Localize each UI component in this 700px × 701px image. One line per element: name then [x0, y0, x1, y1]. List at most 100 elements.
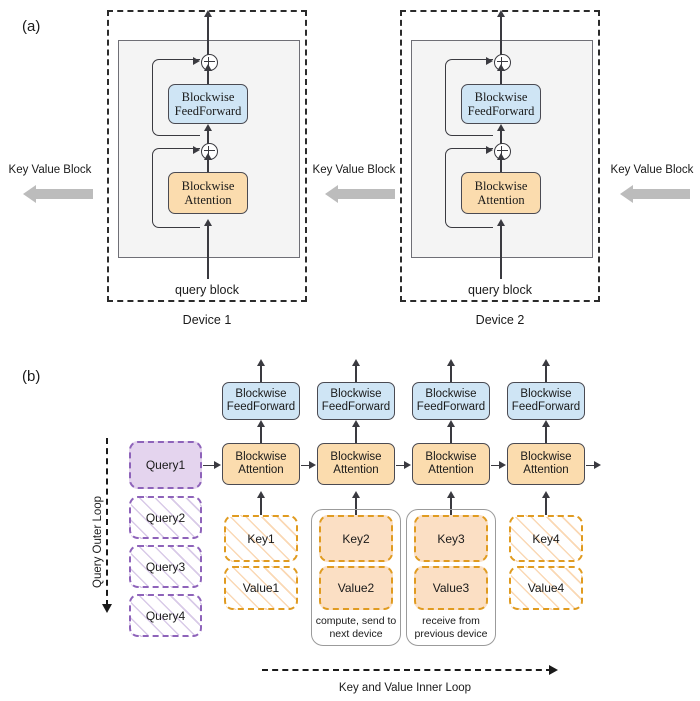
value-block-1[interactable]: Value1	[224, 566, 298, 610]
query-to-attention-line	[203, 464, 217, 466]
key-block-4[interactable]: Key4	[509, 515, 583, 562]
column-3-attn-to-ff-line	[450, 426, 452, 444]
column-4-output-arrowhead	[541, 359, 550, 366]
key-block-4-label: Key4	[532, 531, 560, 546]
column-4-output-right-arrowhead	[594, 460, 601, 469]
key-block-3-label: Key3	[437, 531, 465, 546]
compute-send-note: compute, send to next device	[315, 615, 397, 641]
device-2-add-to-ff-line	[500, 129, 502, 144]
query-block-1[interactable]: Query1	[129, 441, 202, 489]
panel-b-label: (b)	[22, 368, 41, 385]
device-1-query-input-arrowhead	[203, 219, 212, 226]
value-block-4-label: Value4	[527, 581, 565, 595]
device-2-ff-to-add-arrowhead	[496, 64, 505, 71]
device-2-query-input-arrowhead	[496, 219, 505, 226]
device-1-blockwise-feedforward[interactable]: Blockwise FeedForward	[168, 84, 248, 124]
column-2-to-column-3-line	[396, 464, 407, 466]
device-1-ff-to-add-arrowhead	[203, 64, 212, 71]
column-1-output-arrowhead	[256, 359, 265, 366]
column-4-attn-to-ff-line	[545, 426, 547, 444]
value-block-4[interactable]: Value4	[509, 566, 583, 610]
column-4-blockwise-attention[interactable]: Blockwise Attention	[507, 443, 585, 485]
query-outer-loop-arrowhead	[101, 604, 112, 613]
key-block-1-label: Key1	[247, 531, 275, 546]
device-1-key-value-arrow-head	[23, 185, 36, 203]
column-4-output-line	[545, 364, 547, 382]
query-block-4[interactable]: Query4	[129, 594, 202, 637]
value-block-3[interactable]: Value3	[414, 566, 488, 610]
column-1-to-column-2-arrowhead	[309, 460, 316, 469]
query-outer-loop-line	[106, 438, 108, 606]
column-2-blockwise-attention[interactable]: Blockwise Attention	[317, 443, 395, 485]
column-3-output-arrowhead	[446, 359, 455, 366]
device-2-query-block-label: query block	[468, 283, 532, 297]
column-3-kv-to-attn-arrowhead	[446, 491, 455, 498]
value-block-1-label: Value1	[242, 581, 280, 595]
device-2-attention-residual-path	[445, 148, 493, 228]
query-outer-loop-label: Query Outer Loop	[92, 495, 104, 588]
column-3-blockwise-attention[interactable]: Blockwise Attention	[412, 443, 490, 485]
query-to-attention-arrowhead	[214, 460, 221, 469]
receive-previous-group	[406, 509, 496, 646]
key-value-block-label-right: Key Value Block	[610, 164, 694, 176]
inner-loop-arrowhead	[549, 664, 558, 675]
device-1-key-value-arrow-shaft	[36, 189, 93, 199]
device-2-ff-to-add-line	[500, 69, 502, 86]
column-3-attn-to-ff-arrowhead	[446, 420, 455, 427]
key-block-2[interactable]: Key2	[319, 515, 393, 562]
column-4-output-right-line	[586, 464, 597, 466]
column-4-kv-to-attn-arrowhead	[541, 491, 550, 498]
column-2-blockwise-feedforward[interactable]: Blockwise FeedForward	[317, 382, 395, 420]
device-1-feedforward-residual-arrowhead	[193, 57, 200, 65]
query-block-1-label: Query1	[145, 458, 186, 472]
key-block-3[interactable]: Key3	[414, 515, 488, 562]
column-3-to-column-4-arrowhead	[499, 460, 506, 469]
key-block-2-label: Key2	[342, 531, 370, 546]
column-1-blockwise-feedforward[interactable]: Blockwise FeedForward	[222, 382, 300, 420]
device-2-key-value-arrow-head	[325, 185, 338, 203]
device-2-feedforward-residual-path	[445, 59, 493, 136]
query-block-4-label: Query4	[145, 608, 186, 623]
column-1-attn-to-ff-line	[260, 426, 262, 444]
column-1-output-line	[260, 364, 262, 382]
device-1-output-arrowhead	[203, 10, 212, 17]
device-2-add-to-ff-arrowhead	[496, 124, 505, 131]
column-3-output-line	[450, 364, 452, 382]
value-block-2[interactable]: Value2	[319, 566, 393, 610]
device-2-blockwise-feedforward[interactable]: Blockwise FeedForward	[461, 84, 541, 124]
device-1-attn-to-add-arrowhead	[203, 153, 212, 160]
column-1-kv-to-attn-arrowhead	[256, 491, 265, 498]
column-1-kv-to-attn-line	[260, 497, 262, 517]
column-2-to-column-3-arrowhead	[404, 460, 411, 469]
value-block-2-label: Value2	[337, 581, 375, 595]
query-block-3[interactable]: Query3	[129, 545, 202, 588]
column-4-blockwise-feedforward[interactable]: Blockwise FeedForward	[507, 382, 585, 420]
device-1-ff-to-add-line	[207, 69, 209, 86]
device-2-query-input-line	[500, 225, 502, 279]
device-1-attention-residual-arrowhead	[193, 146, 200, 154]
key-block-1[interactable]: Key1	[224, 515, 298, 562]
inner-loop-line	[262, 669, 552, 671]
device-2-blockwise-attention[interactable]: Blockwise Attention	[461, 172, 541, 214]
device-1-add-to-ff-line	[207, 129, 209, 144]
column-1-attn-to-ff-arrowhead	[256, 420, 265, 427]
device-1-caption: Device 1	[182, 313, 232, 327]
device-1-query-input-line	[207, 225, 209, 279]
device-2-caption: Device 2	[475, 313, 525, 327]
column-2-attn-to-ff-arrowhead	[351, 420, 360, 427]
device-2-output-arrowhead	[496, 10, 505, 17]
column-1-to-column-2-line	[301, 464, 312, 466]
column-3-blockwise-feedforward[interactable]: Blockwise FeedForward	[412, 382, 490, 420]
inner-loop-label: Key and Value Inner Loop	[338, 682, 472, 694]
column-4-kv-to-attn-line	[545, 497, 547, 517]
device-2-feedforward-residual-arrowhead	[486, 57, 493, 65]
device-2-key-value-block-label: Key Value Block	[312, 164, 396, 176]
device-2-output-line	[500, 16, 502, 62]
query-block-2[interactable]: Query2	[129, 496, 202, 539]
device-1-attn-to-add-line	[207, 158, 209, 173]
device-1-key-value-block-label: Key Value Block	[8, 164, 92, 176]
device-2-attn-to-add-arrowhead	[496, 153, 505, 160]
column-1-blockwise-attention[interactable]: Blockwise Attention	[222, 443, 300, 485]
device-2-attention-residual-arrowhead	[486, 146, 493, 154]
device-1-blockwise-attention[interactable]: Blockwise Attention	[168, 172, 248, 214]
